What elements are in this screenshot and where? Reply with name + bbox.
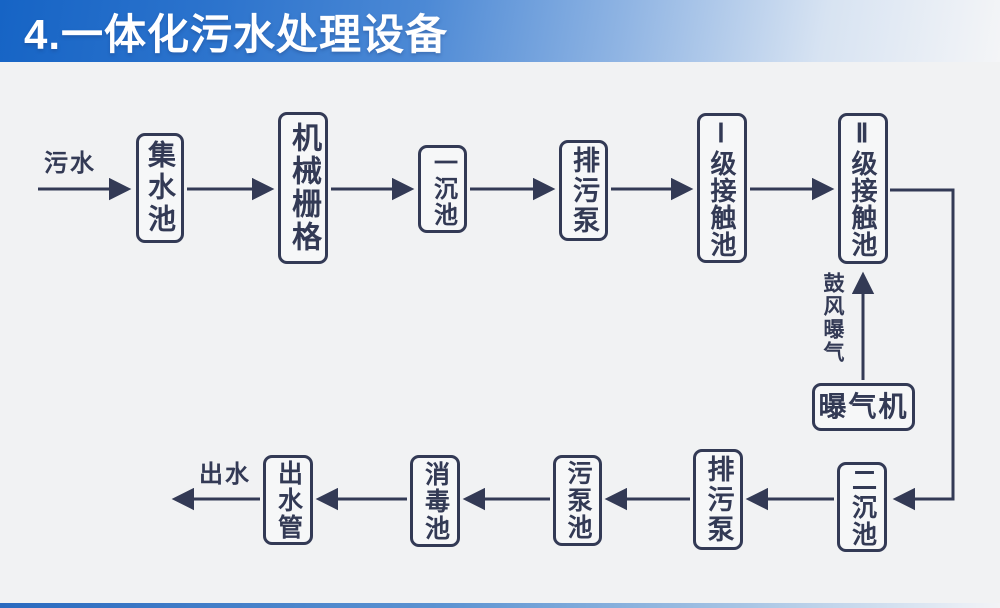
node-contact-tank-2: Ⅱ级接触池 (838, 113, 888, 264)
slide-title: 4.一体化污水处理设备 (24, 10, 449, 58)
node-secondary-sedimentation-tank: 二沉池 (837, 462, 887, 552)
bottom-accent-bar (0, 603, 1000, 608)
node-aerator: 曝气机 (812, 383, 915, 431)
node-mechanical-grid: 机械栅格 (278, 112, 328, 264)
title-bar: 4.一体化污水处理设备 (0, 0, 1000, 62)
arrow-contact2-to-secondary (890, 188, 955, 511)
node-sewage-pump-bottom: 排污泵 (693, 449, 743, 550)
node-sewage-pump-top: 排污泵 (559, 140, 608, 241)
aeration-label: 鼓风曝气 (821, 272, 844, 364)
node-contact-tank-1: Ⅰ级接触池 (697, 113, 747, 263)
outlet-label: 出水 (199, 461, 251, 488)
node-primary-sedimentation-tank: 一沉池 (418, 145, 467, 233)
inlet-label: 污水 (44, 150, 96, 177)
node-disinfection-tank: 消毒池 (410, 455, 460, 547)
node-outlet-pipe: 出水管 (263, 455, 313, 545)
node-sludge-pump-tank: 污泵池 (553, 455, 602, 546)
node-collect-tank: 集水池 (136, 133, 184, 243)
